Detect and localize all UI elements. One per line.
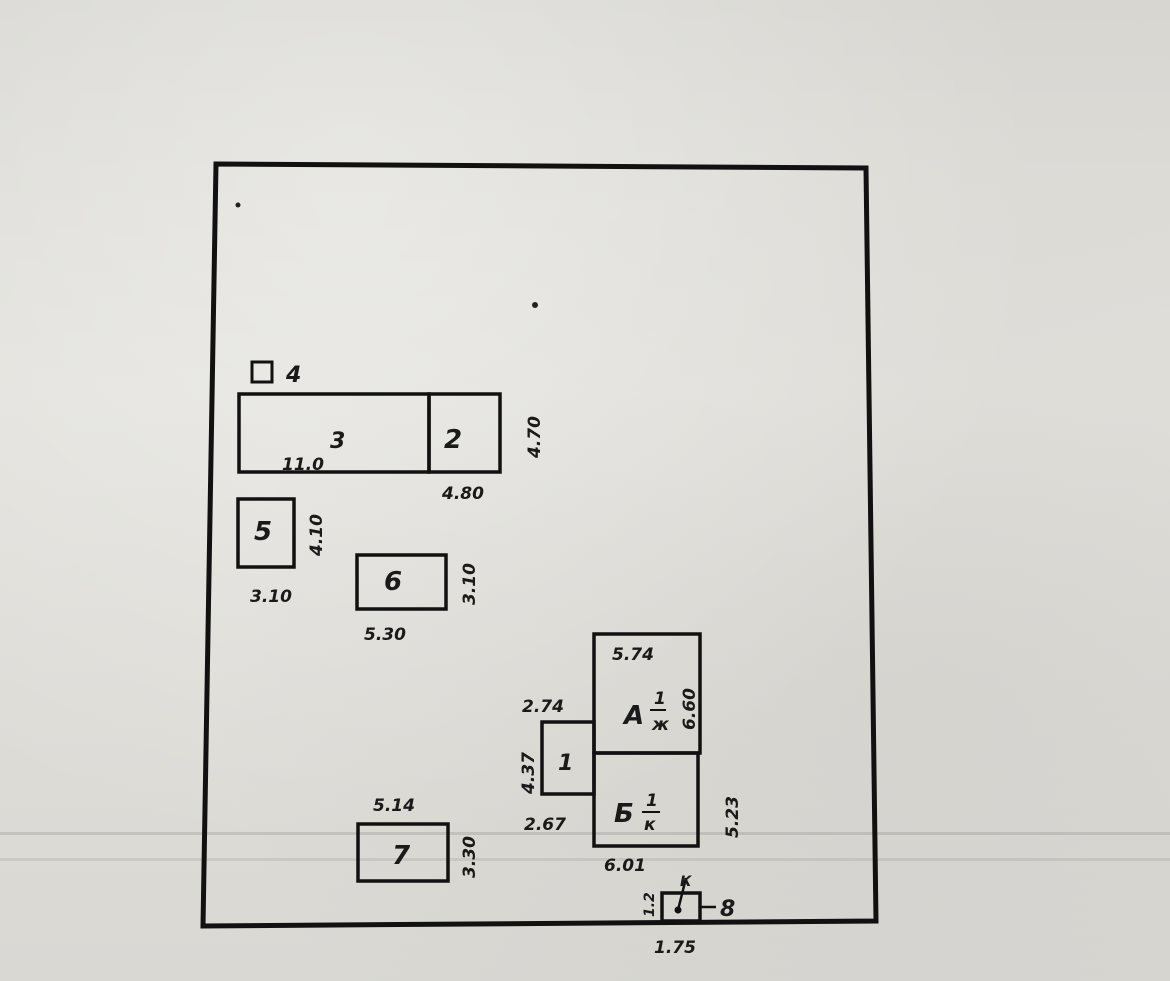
house-a-top-dim: 5.74 bbox=[612, 645, 654, 665]
house-b: Б 1 к 5.23 6.01 bbox=[592, 751, 743, 876]
house-a-fraction-top: 1 bbox=[654, 689, 666, 709]
house-a: 5.74 А 1 ж 6.60 bbox=[592, 632, 702, 755]
building-7-right-dim: 3.30 bbox=[460, 836, 480, 878]
building-8-bottom-dim: 1.75 bbox=[654, 938, 696, 958]
building-1-bottom-dim: 2.67 bbox=[524, 815, 566, 835]
building-6-outline bbox=[355, 553, 448, 611]
building-6-bottom-dim: 5.30 bbox=[364, 625, 406, 645]
building-4: 4 bbox=[250, 360, 301, 388]
building-8-marker: К bbox=[680, 874, 692, 890]
house-b-outline bbox=[592, 751, 700, 848]
building-1-left-dim: 4.37 bbox=[519, 752, 539, 795]
building-2: 2 4.80 4.70 bbox=[427, 392, 545, 504]
building-5: 5 3.10 4.10 bbox=[236, 497, 327, 607]
house-a-fraction-sub: ж bbox=[651, 715, 670, 735]
building-2-outline bbox=[427, 392, 502, 474]
ink-dot bbox=[532, 302, 538, 308]
building-5-outline bbox=[236, 497, 296, 569]
well-pointer bbox=[676, 877, 688, 911]
building-2-label: 2 bbox=[444, 425, 462, 455]
house-b-right-dim: 5.23 bbox=[723, 796, 743, 838]
building-6-label: 6 bbox=[384, 567, 402, 597]
house-a-right-dim: 6.60 bbox=[680, 688, 700, 730]
building-8: К 8 1.2 1.75 bbox=[642, 874, 735, 958]
building-1-label: 1 bbox=[558, 751, 573, 776]
building-3-length-dim: 11.0 bbox=[282, 455, 324, 475]
building-7-top-dim: 5.14 bbox=[373, 796, 415, 816]
building-2-bottom-dim: 4.80 bbox=[441, 484, 484, 504]
building-7-outline bbox=[356, 822, 450, 883]
building-8-label: 8 bbox=[720, 897, 735, 922]
house-a-label: А bbox=[622, 701, 644, 731]
building-5-bottom-dim: 3.10 bbox=[250, 587, 292, 607]
building-5-label: 5 bbox=[254, 517, 272, 547]
building-4-label: 4 bbox=[285, 363, 301, 388]
house-b-fraction-sub: к bbox=[644, 815, 656, 835]
building-2-right-dim: 4.70 bbox=[525, 416, 545, 459]
building-3-label: 3 bbox=[330, 429, 345, 454]
scan-streak bbox=[0, 832, 1170, 835]
building-6-right-dim: 3.10 bbox=[460, 563, 480, 605]
building-7-label: 7 bbox=[392, 841, 411, 871]
building-6: 6 5.30 3.10 bbox=[355, 553, 480, 645]
building-5-right-dim: 4.10 bbox=[307, 514, 327, 557]
plot-boundary bbox=[200, 161, 879, 929]
building-1: 1 2.74 2.67 4.37 bbox=[519, 697, 596, 835]
scan-streak bbox=[0, 858, 1170, 861]
building-4-outline bbox=[250, 360, 274, 384]
building-1-top-dim: 2.74 bbox=[522, 697, 564, 717]
house-b-fraction-top: 1 bbox=[646, 791, 658, 811]
building-7: 7 5.14 3.30 bbox=[356, 796, 480, 883]
building-1-outline bbox=[540, 720, 596, 796]
house-b-label: Б bbox=[614, 799, 634, 829]
ink-dot bbox=[235, 202, 241, 208]
building-8-left-dim: 1.2 bbox=[642, 892, 658, 917]
building-3: 3 11.0 bbox=[237, 392, 431, 475]
house-b-bottom-dim: 6.01 bbox=[604, 856, 646, 876]
